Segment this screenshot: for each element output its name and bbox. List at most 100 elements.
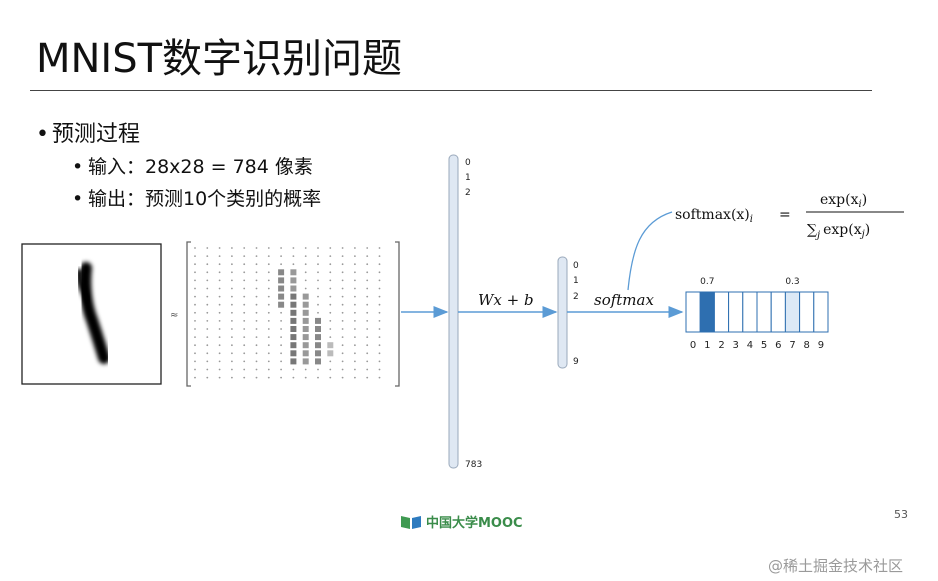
pixel-cell [290, 326, 297, 332]
pixel-dot [231, 311, 233, 314]
pixel-dot [354, 247, 356, 249]
probability-cell-9 [813, 291, 829, 333]
pixel-dot [378, 360, 381, 363]
pixel-dot [243, 368, 246, 371]
pixel-dot [354, 255, 356, 257]
pixel-cell [302, 309, 309, 316]
pixel-cell [290, 269, 297, 276]
pixel-dot [280, 344, 282, 347]
pixel-dot [255, 255, 258, 257]
pixel-dot [378, 352, 381, 355]
class-label-8: 8 [804, 340, 810, 351]
pixel-dot [255, 263, 258, 266]
formula-connector [627, 211, 673, 291]
pixel-dot [218, 263, 221, 266]
pixel-dot [317, 271, 319, 274]
bullet-output: •输出：预测10个类别的概率 [72, 188, 322, 210]
pixel-dot [267, 255, 270, 257]
pixel-dot [354, 271, 356, 274]
pixel-dot [267, 311, 270, 314]
pixel-cell [327, 342, 334, 349]
pixel-dot [231, 352, 233, 355]
probability-label-7: 0.3 [785, 277, 799, 287]
pixel-dot [255, 328, 258, 330]
input-index-0: 0 [465, 158, 471, 168]
title-divider [30, 90, 872, 91]
pixel-dot [329, 303, 332, 306]
pixel-dot [231, 336, 233, 338]
pixel-dot [378, 336, 381, 338]
pixel-cell [315, 342, 321, 349]
pixel-dot [280, 352, 282, 355]
pixel-cell [315, 358, 321, 365]
probability-cell-6 [770, 291, 786, 333]
output-index-2: 2 [573, 292, 579, 302]
pixel-dot [255, 368, 258, 371]
pixel-dot [267, 279, 270, 282]
pixel-dot [255, 376, 258, 379]
pixel-dot [354, 279, 356, 282]
pixel-dot [378, 328, 381, 330]
pixel-dot [255, 271, 258, 274]
pixel-dot [292, 263, 295, 266]
pixel-dot [317, 295, 319, 298]
pixel-dot [304, 368, 307, 371]
pixel-dot [218, 247, 221, 249]
pixel-dot [292, 247, 295, 249]
pixel-dot [378, 271, 381, 274]
pixel-dot [231, 303, 233, 306]
input-index-783: 783 [465, 460, 482, 470]
pixel-dot [267, 287, 270, 290]
pixel-cell [278, 301, 285, 308]
pixel-dot [206, 279, 209, 282]
probability-cell-8 [799, 291, 815, 333]
pixel-cell [302, 358, 309, 365]
formula-sum-subscript: j [815, 230, 820, 241]
bullet-prediction-process: •预测过程 [36, 122, 141, 147]
pixel-dot [243, 263, 246, 266]
pixel-dot [292, 255, 295, 257]
pixel-dot [267, 344, 270, 347]
class-label-3: 3 [733, 340, 739, 351]
pixel-dot [280, 320, 282, 322]
pixel-dot [267, 271, 270, 274]
pixel-matrix [186, 241, 400, 387]
pixel-dot [366, 271, 369, 274]
formula-numerator: exp(x [820, 192, 859, 208]
pixel-dot [366, 303, 369, 306]
pixel-cell [290, 350, 297, 357]
pixel-dot [329, 368, 332, 371]
pixel-dot [255, 303, 258, 306]
pixel-dot [341, 279, 344, 282]
output-index-1: 1 [573, 276, 579, 286]
pixel-dot [329, 279, 332, 282]
pixel-cell [290, 334, 297, 341]
probability-cell-0 [685, 291, 701, 333]
output-index-9: 9 [573, 357, 579, 367]
pixel-dot [206, 328, 209, 330]
pixel-dot [218, 279, 221, 282]
pixel-dot [194, 320, 196, 322]
pixel-dot [378, 320, 381, 322]
pixel-dot [231, 263, 233, 266]
pixel-dot [243, 344, 246, 347]
pixel-dot [194, 311, 196, 314]
pixel-dot [366, 279, 369, 282]
pixel-dot [231, 255, 233, 257]
pixel-dot [206, 295, 209, 298]
input-index-2: 2 [465, 188, 471, 198]
pixel-dot [317, 376, 319, 379]
pixel-dot [194, 352, 196, 355]
pixel-dot [267, 328, 270, 330]
pixel-dot [231, 295, 233, 298]
pixel-dot [317, 255, 319, 257]
pixel-cell [315, 350, 321, 357]
pixel-dot [280, 311, 282, 314]
pixel-dot [218, 320, 221, 322]
pixel-cell [302, 326, 309, 332]
pixel-dot [354, 336, 356, 338]
